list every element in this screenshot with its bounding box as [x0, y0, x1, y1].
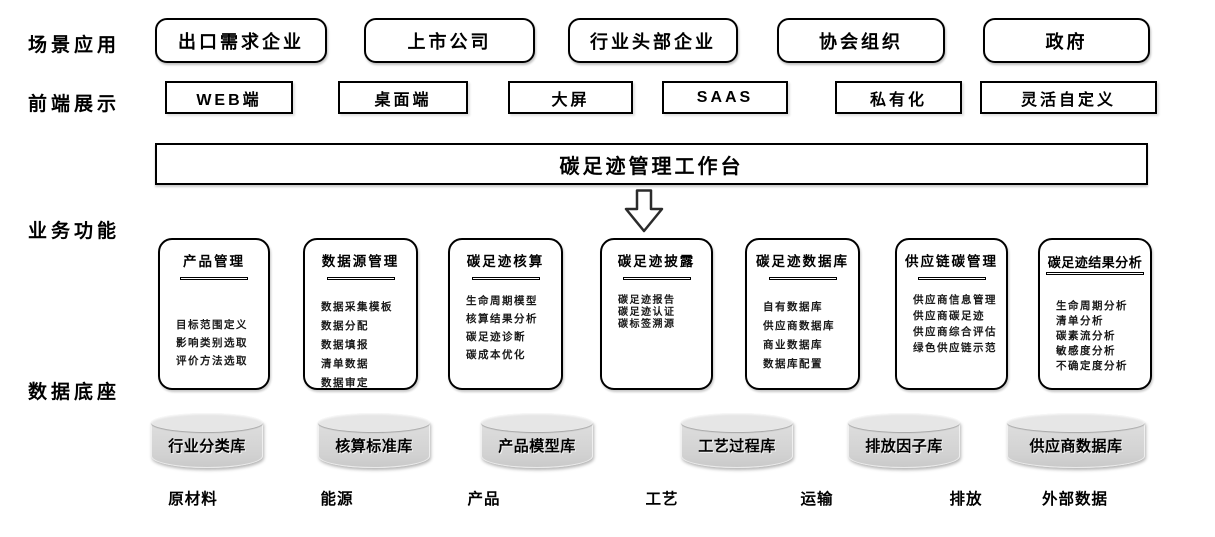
- module-item: 生命周期模型: [466, 295, 538, 307]
- frontend-box-private: 私有化: [835, 81, 962, 114]
- module-item: 绿色供应链示范: [913, 342, 997, 354]
- title-divider: [768, 277, 837, 280]
- title-divider: [622, 277, 691, 280]
- cylinder-top: [318, 413, 430, 432]
- module-item: 碳标签溯源: [618, 319, 676, 330]
- scenario-box-association: 协会组织: [777, 18, 945, 63]
- cylinder-top: [151, 413, 263, 432]
- title-divider: [471, 277, 540, 280]
- cylinder-top: [1007, 413, 1145, 432]
- module-supplychain-carbon: 供应链碳管理 供应商信息管理 供应商碳足迹 供应商综合评估 绿色供应链示范: [895, 238, 1008, 390]
- module-item: 碳成本优化: [466, 349, 526, 361]
- module-title: 供应链碳管理: [905, 254, 998, 269]
- row-label-data-base: 数据底座: [28, 382, 121, 403]
- database-cylinder-industry: 行业分类库: [151, 413, 263, 468]
- row-label-business: 业务功能: [28, 221, 121, 242]
- module-item: 数据填报: [321, 339, 369, 351]
- module-footprint-database: 碳足迹数据库 自有数据库 供应商数据库 商业数据库 数据库配置: [745, 238, 860, 390]
- module-item-list: 生命周期模型 核算结果分析 碳足迹诊断 碳成本优化: [450, 292, 561, 364]
- module-item-list: 目标范围定义 影响类别选取 评价方法选取: [160, 316, 268, 370]
- module-item: 清单分析: [1056, 315, 1104, 327]
- module-item-list: 供应商信息管理 供应商碳足迹 供应商综合评估 绿色供应链示范: [897, 292, 1006, 356]
- module-item: 不确定度分析: [1056, 360, 1128, 372]
- module-title: 碳足迹结果分析: [1047, 255, 1143, 270]
- module-title: 产品管理: [183, 254, 245, 269]
- cylinder-top: [481, 413, 593, 432]
- module-item: 数据审定: [321, 377, 369, 389]
- scenario-box-industry-leader: 行业头部企业: [568, 18, 738, 63]
- module-item: 供应商信息管理: [913, 294, 997, 306]
- category-process: 工艺: [645, 491, 679, 508]
- title-divider: [180, 277, 248, 280]
- row-label-frontend: 前端展示: [28, 94, 121, 115]
- category-external-data: 外部数据: [1041, 491, 1109, 508]
- module-title: 碳足迹数据库: [756, 254, 849, 269]
- category-raw-material: 原材料: [168, 491, 218, 508]
- module-title: 碳足迹核算: [466, 254, 545, 269]
- row-label-scenario: 场景应用: [28, 35, 121, 56]
- module-item-list: 生命周期分析 清单分析 碳素流分析 敏感度分析 不确定度分析: [1040, 299, 1150, 374]
- title-divider: [917, 277, 986, 280]
- module-item: 供应商数据库: [763, 320, 835, 332]
- module-item-list: 数据采集模板 数据分配 数据填报 清单数据 数据审定: [305, 298, 416, 389]
- category-transport: 运输: [800, 491, 834, 508]
- database-cylinder-product-model: 产品模型库: [481, 413, 593, 468]
- database-cylinder-supplier: 供应商数据库: [1007, 413, 1145, 468]
- module-item: 评价方法选取: [176, 355, 248, 367]
- frontend-box-saas: SAAS: [662, 81, 788, 114]
- category-energy: 能源: [320, 491, 354, 508]
- title-divider: [1046, 272, 1144, 275]
- module-footprint-accounting: 碳足迹核算 生命周期模型 核算结果分析 碳足迹诊断 碳成本优化: [448, 238, 563, 390]
- cylinder-label: 产品模型库: [498, 438, 576, 455]
- module-result-analysis: 碳足迹结果分析 生命周期分析 清单分析 碳素流分析 敏感度分析 不确定度分析: [1038, 238, 1152, 390]
- frontend-box-custom: 灵活自定义: [980, 81, 1157, 114]
- module-item: 敏感度分析: [1056, 345, 1116, 357]
- module-item: 数据库配置: [763, 358, 823, 370]
- module-product-management: 产品管理 目标范围定义 影响类别选取 评价方法选取: [158, 238, 270, 390]
- module-item: 商业数据库: [763, 339, 823, 351]
- workbench-bar: 碳足迹管理工作台: [155, 143, 1148, 185]
- module-datasource-management: 数据源管理 数据采集模板 数据分配 数据填报 清单数据 数据审定: [303, 238, 418, 390]
- database-cylinder-process: 工艺过程库: [681, 413, 793, 468]
- module-item: 影响类别选取: [176, 337, 248, 349]
- cylinder-label: 核算标准库: [335, 438, 413, 455]
- module-title: 数据源管理: [321, 254, 400, 269]
- module-item: 清单数据: [321, 358, 369, 370]
- frontend-box-bigscreen: 大屏: [508, 81, 633, 114]
- module-item: 碳足迹诊断: [466, 331, 526, 343]
- down-arrow-icon: [624, 189, 664, 233]
- frontend-box-desktop: 桌面端: [338, 81, 468, 114]
- cylinder-label: 工艺过程库: [698, 438, 776, 455]
- scenario-box-export-enterprise: 出口需求企业: [155, 18, 327, 63]
- cylinder-top: [681, 413, 793, 432]
- scenario-box-government: 政府: [983, 18, 1150, 63]
- module-item-list: 碳足迹报告 碳足迹认证 碳标签溯源: [602, 295, 711, 331]
- cylinder-top: [848, 413, 960, 432]
- module-item: 碳足迹报告: [618, 295, 676, 306]
- module-item: 数据采集模板: [321, 301, 393, 313]
- module-item: 生命周期分析: [1056, 300, 1128, 312]
- module-item: 碳足迹认证: [618, 307, 676, 318]
- cylinder-label: 排放因子库: [865, 438, 943, 455]
- database-cylinder-emission-factor: 排放因子库: [848, 413, 960, 468]
- module-item-list: 自有数据库 供应商数据库 商业数据库 数据库配置: [747, 298, 858, 374]
- frontend-box-web: WEB端: [165, 81, 293, 114]
- cylinder-label: 行业分类库: [168, 438, 246, 455]
- module-item: 核算结果分析: [466, 313, 538, 325]
- module-item: 自有数据库: [763, 301, 823, 313]
- cylinder-label: 供应商数据库: [1029, 438, 1123, 455]
- module-item: 供应商综合评估: [913, 326, 997, 338]
- category-product: 产品: [467, 491, 501, 508]
- module-item: 目标范围定义: [176, 319, 248, 331]
- module-item: 数据分配: [321, 320, 369, 332]
- module-item: 供应商碳足迹: [913, 310, 985, 322]
- module-item: 碳素流分析: [1056, 330, 1116, 342]
- module-footprint-disclosure: 碳足迹披露 碳足迹报告 碳足迹认证 碳标签溯源: [600, 238, 713, 390]
- title-divider: [326, 277, 395, 280]
- module-title: 碳足迹披露: [617, 254, 696, 269]
- category-emission: 排放: [949, 491, 983, 508]
- database-cylinder-standard: 核算标准库: [318, 413, 430, 468]
- scenario-box-listed-company: 上市公司: [364, 18, 535, 63]
- workbench-title: 碳足迹管理工作台: [559, 155, 744, 178]
